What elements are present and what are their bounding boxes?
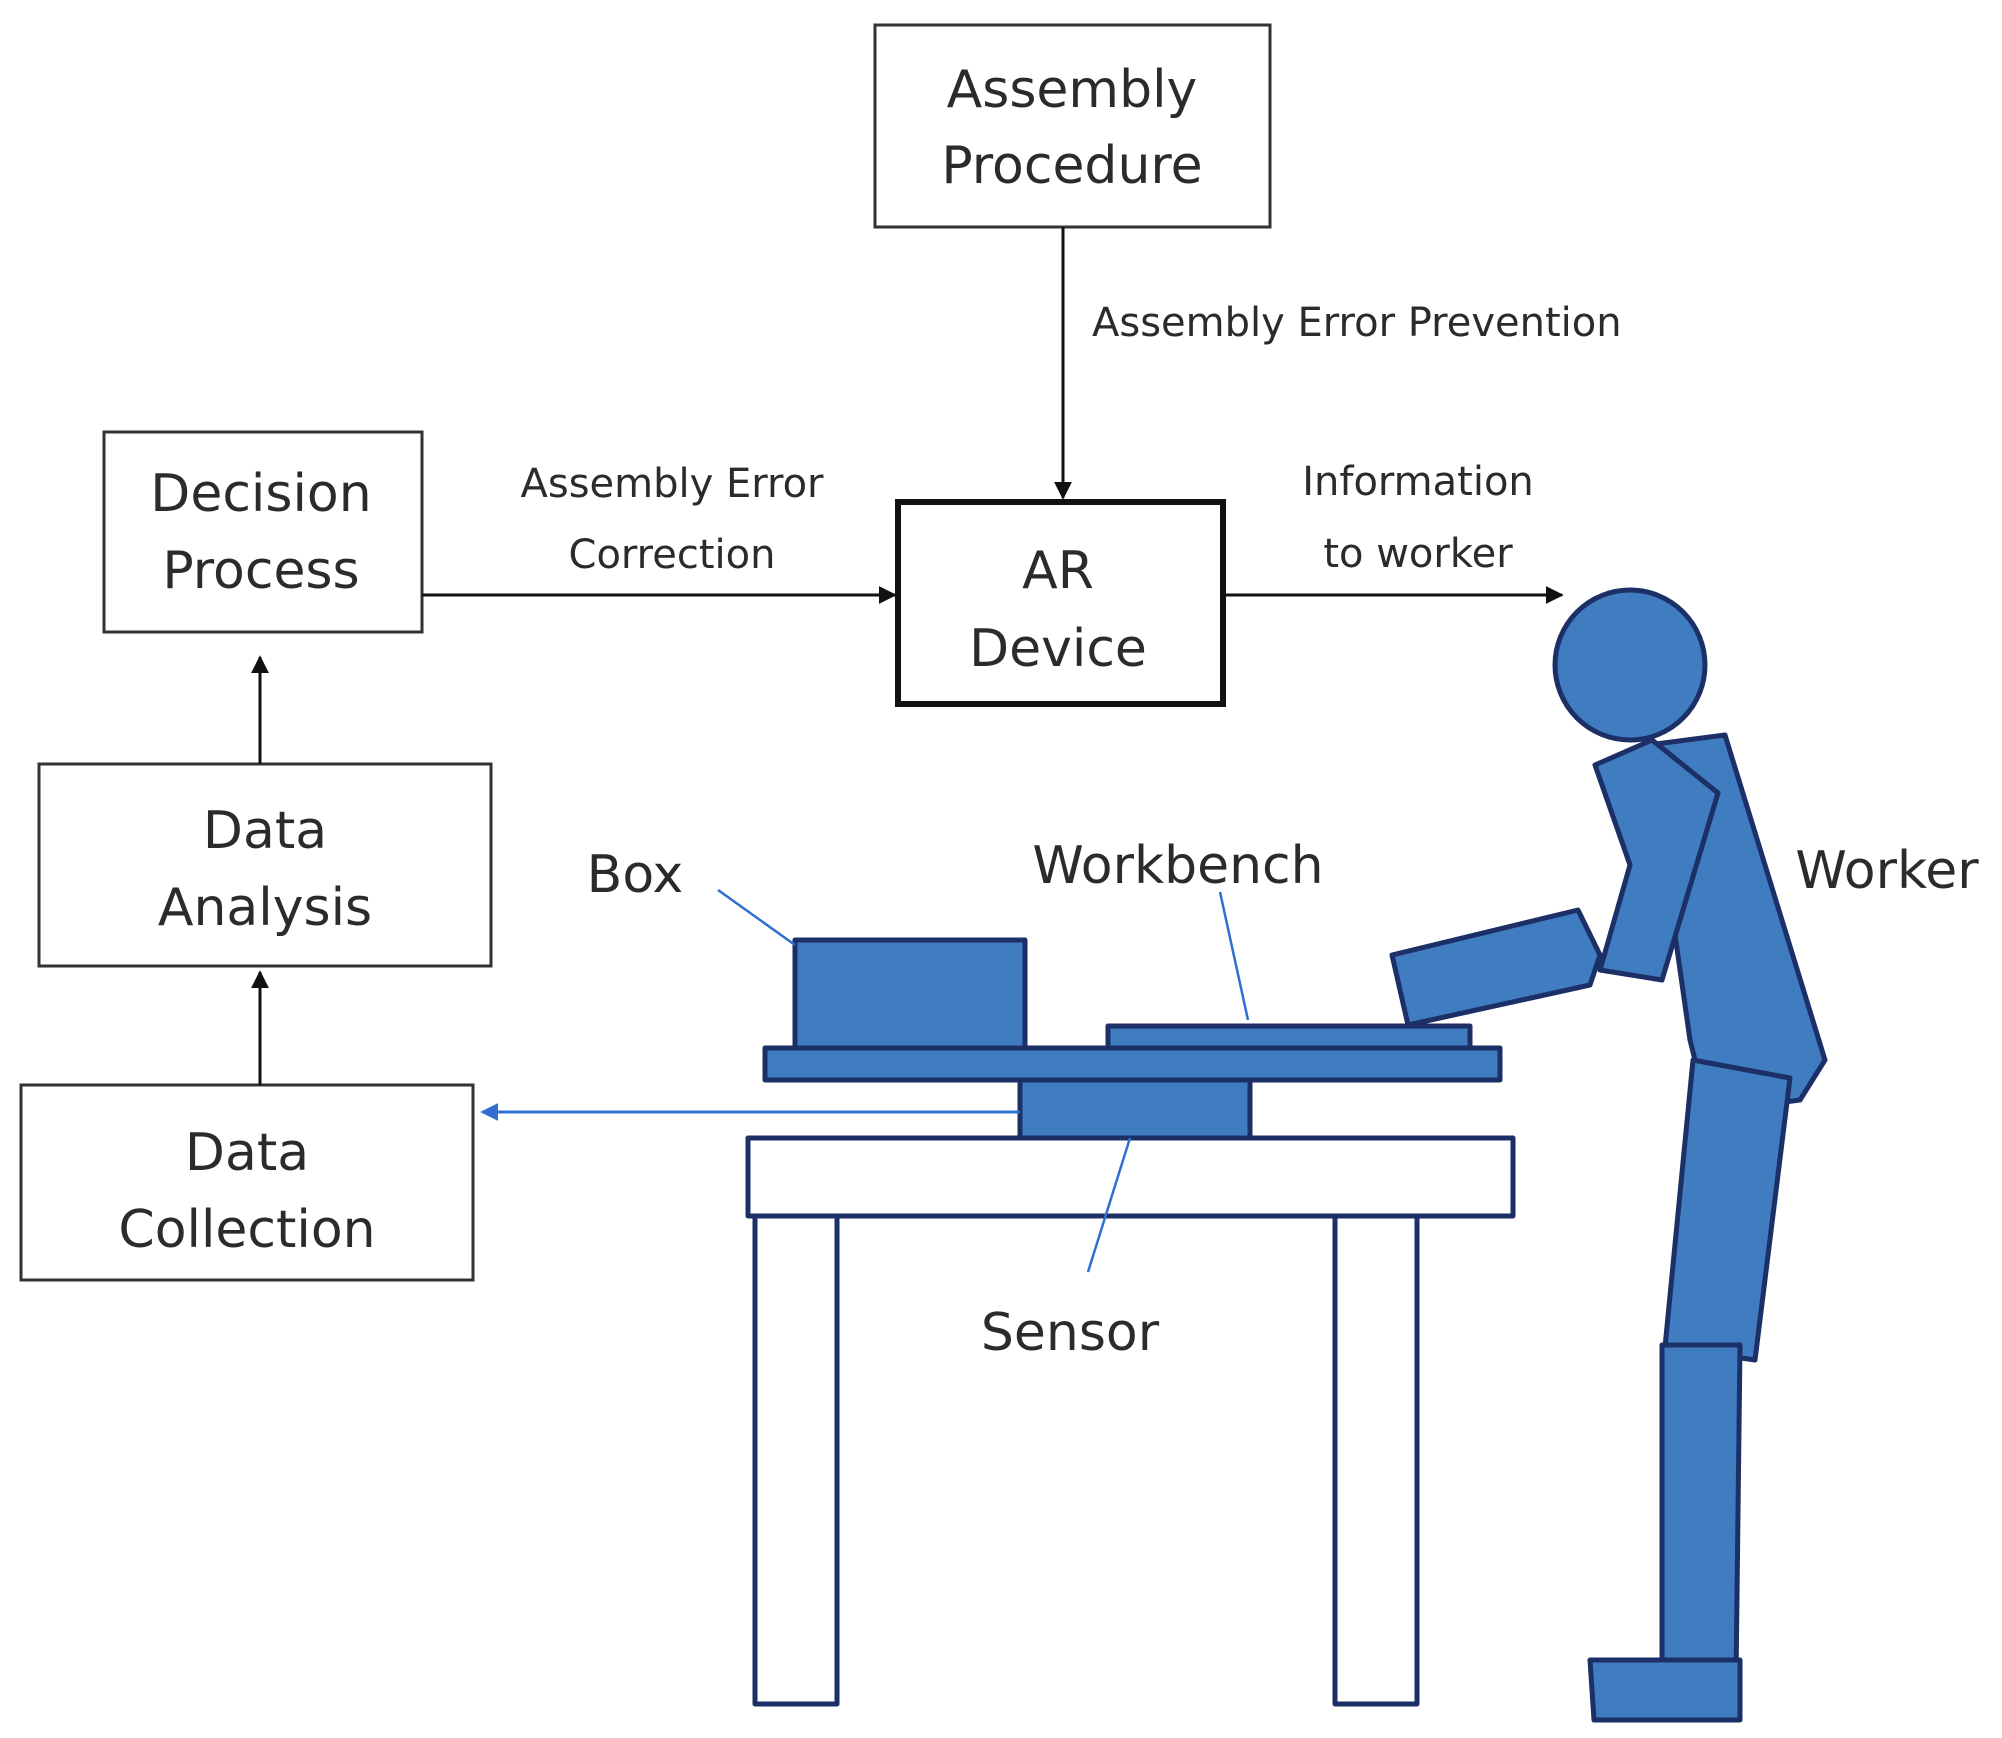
worker-figure [1389,587,1828,1723]
ar-device-line1: AR [1022,541,1094,601]
assembly-procedure-line1: Assembly [947,60,1198,120]
table-leg-right [1332,1213,1420,1707]
box-object [792,937,1028,1051]
decision-process-line1: Decision [150,464,371,524]
workbench-top-panel [762,1045,1503,1083]
sensor-callout-line [1086,1137,1132,1273]
information-to-worker-line2: to worker [1323,531,1513,577]
sensor-device [1017,1077,1253,1141]
data-collection-line2: Collection [118,1200,375,1260]
table-leg-left [752,1213,840,1707]
assembly-error-prevention-label: Assembly Error Prevention [1092,300,1622,346]
assembly-procedure-box: Assembly Procedure [873,23,1272,229]
workbench-callout-line [1218,891,1250,1021]
ar-device-box: AR Device [895,499,1226,707]
box-label: Box [587,845,684,905]
workbench-work-piece [1105,1023,1473,1051]
sensor-label: Sensor [981,1303,1160,1363]
data-analysis-line2: Analysis [158,878,372,938]
assembly-error-correction-line2: Correction [569,532,776,578]
ar-device-line2: Device [969,619,1147,679]
worker-label: Worker [1795,841,1979,901]
decision-process-line2: Process [162,541,359,601]
workbench-label: Workbench [1032,836,1323,896]
assembly-procedure-line2: Procedure [941,136,1202,196]
box-callout-line [717,888,796,947]
data-collection-box: Data Collection [19,1083,475,1282]
decision-process-box: Decision Process [102,430,424,634]
assembly-error-correction-line1: Assembly Error [520,461,824,507]
data-analysis-box: Data Analysis [37,762,493,968]
data-collection-line1: Data [185,1123,309,1183]
data-analysis-line1: Data [203,801,327,861]
workbench-assembly [745,937,1516,1707]
table-top [745,1135,1516,1219]
information-to-worker-line1: Information [1302,459,1534,505]
